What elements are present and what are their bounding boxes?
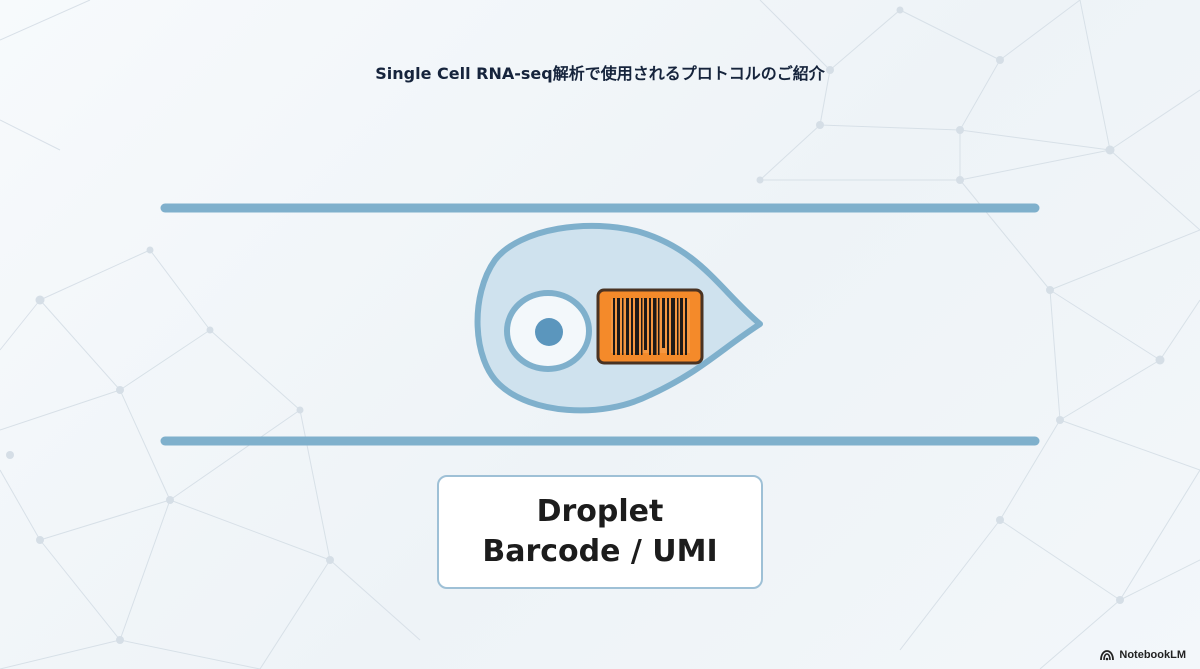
label-box: Droplet Barcode / UMI	[437, 475, 763, 589]
brand-watermark: NotebookLM	[1100, 649, 1186, 661]
label-line-2: Barcode / UMI	[482, 534, 718, 569]
notebooklm-logo-icon	[1100, 649, 1115, 660]
cell-nucleus-icon	[535, 318, 563, 346]
slide-title: Single Cell RNA-seq解析で使用されるプロトコルのご紹介	[375, 64, 825, 83]
brand-name: NotebookLM	[1119, 649, 1186, 661]
barcode-icon	[596, 288, 704, 365]
label-line-1: Droplet	[536, 494, 664, 529]
